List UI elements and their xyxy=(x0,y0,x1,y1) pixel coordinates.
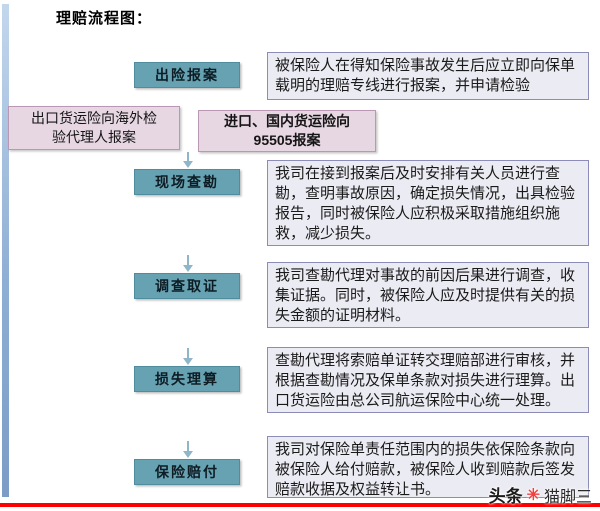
down-arrow-icon xyxy=(182,152,193,168)
down-arrow-icon xyxy=(182,348,193,365)
flow-step-loss-adjustment-description: 查勘代理将索赔单证转交理赔部进行审核，并根据查勘情况及保单条款对损失进行理算。出… xyxy=(267,347,589,413)
bottom-red-line xyxy=(0,503,600,507)
branch-box-import-domestic-report: 进口、国内货运险向 95505报案 xyxy=(198,110,376,152)
arrow-head xyxy=(182,451,193,458)
flow-step-label: 调查取证 xyxy=(155,278,219,294)
flow-step-claim-payment: 保险赔付 xyxy=(134,459,240,485)
arrow-stem xyxy=(186,348,189,358)
flow-step-label: 现场查勘 xyxy=(155,174,219,190)
toutiao-logo-icon: ✳ xyxy=(526,486,540,504)
flow-step-report: 出险报案 xyxy=(134,62,240,88)
down-arrow-icon xyxy=(182,255,193,272)
watermark-author: 猫脚三 xyxy=(543,488,592,506)
down-arrow-icon xyxy=(182,441,193,458)
watermark-brand: 头条 xyxy=(488,487,523,506)
flow-step-report-description: 被保险人在得知保险事故发生后应立即向保单载明的理赔专线进行报案，并申请检验 xyxy=(267,52,589,100)
branch-line: 出口货运险向海外检 xyxy=(31,110,157,126)
arrow-head xyxy=(182,358,193,365)
arrow-stem xyxy=(186,441,189,451)
branch-line: 进口、国内货运险向 xyxy=(224,113,350,129)
flow-step-label: 出险报案 xyxy=(155,67,219,83)
flow-step-loss-adjustment: 损失理算 xyxy=(134,366,240,392)
page-title: 理赔流程图： xyxy=(56,10,153,27)
branch-line: 验代理人报案 xyxy=(52,129,136,145)
flow-step-site-survey: 现场查勘 xyxy=(134,169,240,195)
flow-step-site-survey-description: 我司在接到报案后及时安排有关人员进行查勘，查明事故原因，确定损失情况，出具检验报… xyxy=(267,160,589,246)
arrow-stem xyxy=(186,255,189,265)
flow-step-claim-payment-description: 我司对保险单责任范围内的损失依保险条款向被保险人给付赔款，被保险人收到赔款后签发… xyxy=(267,436,589,498)
arrow-head xyxy=(182,161,193,168)
branch-line: 95505报案 xyxy=(253,132,321,148)
branch-box-export-report: 出口货运险向海外检 验代理人报案 xyxy=(8,106,180,150)
watermark: 头条 ✳ 猫脚三 xyxy=(489,482,592,507)
left-accent-bar xyxy=(2,4,9,497)
arrow-stem xyxy=(186,152,189,161)
arrow-head xyxy=(182,265,193,272)
flow-step-label: 损失理算 xyxy=(155,371,219,387)
flow-step-label: 保险赔付 xyxy=(155,464,219,480)
flow-step-investigation-description: 我司查勘代理对事故的前因后果进行调查，收集证据。同时，被保险人应及时提供有关的损… xyxy=(267,262,589,328)
flow-step-investigation: 调查取证 xyxy=(134,273,240,299)
